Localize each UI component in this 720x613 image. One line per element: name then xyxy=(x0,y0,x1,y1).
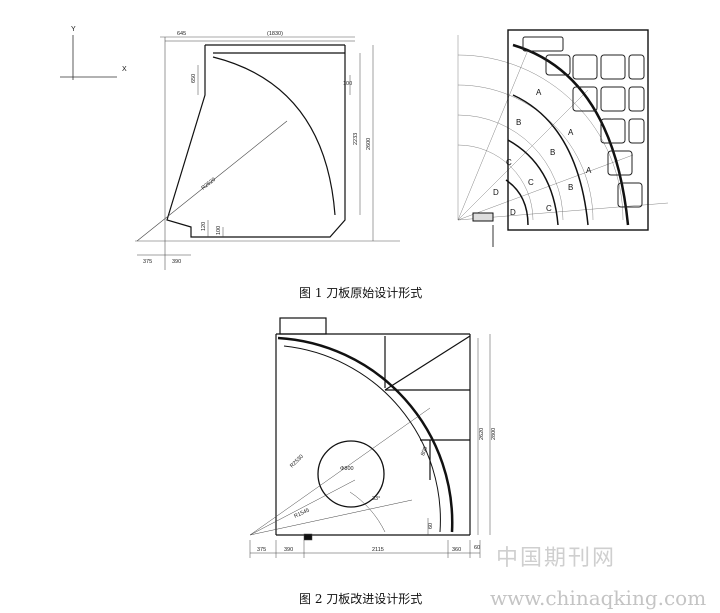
radial-guides xyxy=(457,35,669,221)
dim-bottom-h2: 390 xyxy=(172,259,181,265)
bottom-dimension-lines xyxy=(249,533,481,558)
blade-outline xyxy=(275,333,471,536)
x-axis-label: X xyxy=(122,66,127,73)
zone-label-a: A xyxy=(536,88,542,97)
dim-angle: 33° xyxy=(372,496,380,502)
figure2-improved-drawing: R2530 Φ800 R1545 33° 800 2620 2800 60 37… xyxy=(249,317,497,558)
y-axis-label: Y xyxy=(71,26,76,33)
zone-label-b: B xyxy=(516,118,521,127)
dim-bottom-h1: 375 xyxy=(143,259,152,265)
zone-label-a: A xyxy=(568,128,574,137)
zone-label-a: A xyxy=(586,166,592,175)
dim-top-left: 645 xyxy=(177,31,186,37)
dim-small-v: 60 xyxy=(428,523,434,529)
zone-label-c: C xyxy=(546,204,552,213)
blade-frame xyxy=(505,29,649,231)
dim-bottom-v2: 100 xyxy=(216,226,222,235)
radius-label: R2520 xyxy=(201,177,217,192)
construction-lines xyxy=(249,407,431,536)
dim-bottom-5: 60 xyxy=(474,545,480,551)
dim-right-inner: 2233 xyxy=(353,133,359,145)
dim-bottom-2: 390 xyxy=(284,547,293,553)
dim-rim: 800 xyxy=(420,446,429,457)
figure2-caption: 图 2 刀板改进设计形式 xyxy=(299,592,423,606)
dim-height-inner: 2620 xyxy=(479,428,485,440)
watermark-cn: 中国期刊网 xyxy=(496,546,617,571)
dimension-lines xyxy=(137,40,374,256)
zone-label-c: C xyxy=(506,158,512,167)
dim-height-outer: 2800 xyxy=(491,428,497,440)
base-fitting xyxy=(472,212,494,247)
dim-small-right: 100 xyxy=(343,81,352,87)
figure1-caption: 图 1 刀板原始设计形式 xyxy=(299,286,423,300)
dim-right-outer: 2600 xyxy=(366,138,372,150)
zone-label-d: D xyxy=(510,208,516,217)
figure1-original-drawing: Y X R2520 645 (1830) 650 100 2233 2600 1… xyxy=(60,26,400,270)
dim-bottom-3: 2115 xyxy=(372,547,384,553)
dim-top-main: (1830) xyxy=(267,31,283,37)
radius-line xyxy=(136,120,288,242)
zone-label-b: B xyxy=(568,183,573,192)
blade-outline xyxy=(166,44,346,238)
right-dimension-lines xyxy=(427,334,491,535)
dim-circle: Φ800 xyxy=(340,466,354,472)
zone-label-b: B xyxy=(550,148,555,157)
dim-bottom-1: 375 xyxy=(257,547,266,553)
dim-bottom-4: 360 xyxy=(452,547,461,553)
zone-label-c: C xyxy=(528,178,534,187)
zone-labels: A A A B B B C C C D D xyxy=(493,88,592,217)
figure1-zone-drawing: A A A B B B C C C D D xyxy=(457,29,669,247)
cell-grid xyxy=(522,36,645,208)
outline-frame xyxy=(135,36,400,270)
oval-hole xyxy=(317,440,385,508)
dim-left-v: 650 xyxy=(191,74,197,83)
watermark-url: www.chinaqking.com xyxy=(490,586,707,610)
top-tab xyxy=(279,317,327,335)
axis-marker xyxy=(60,35,117,80)
dim-radius: R2530 xyxy=(289,454,305,470)
dim-inner-radius: R1545 xyxy=(293,508,310,520)
dim-bottom-v1: 120 xyxy=(201,222,207,231)
zone-label-d: D xyxy=(493,188,499,197)
